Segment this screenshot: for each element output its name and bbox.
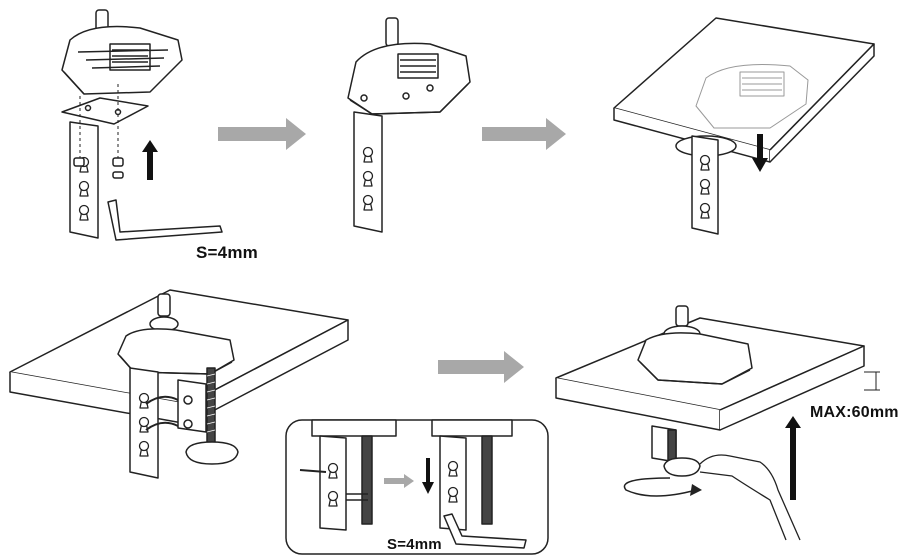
- arrow-right-icon: [438, 351, 524, 383]
- clamp-knob: [185, 441, 239, 465]
- step-5-tighten-clamp: [555, 305, 880, 541]
- arrow-right-icon: [482, 118, 566, 150]
- allen-key: [443, 513, 527, 549]
- hand: [699, 454, 801, 541]
- vertical-bracket: [69, 121, 99, 239]
- allen-key-size-label: S=4mm: [196, 243, 258, 262]
- max-thickness-label: MAX:60mm: [810, 404, 899, 421]
- arrow-up-icon: [785, 416, 801, 500]
- step-2-assembled-base: [347, 17, 471, 233]
- arrow-up-icon: [142, 140, 158, 180]
- pole-stub: [385, 17, 399, 47]
- step-4-clamp-to-desk: [9, 289, 349, 479]
- pole-stub: [157, 293, 171, 317]
- vertical-bracket: [129, 367, 159, 479]
- clamp-plate: [177, 379, 207, 433]
- rotate-arrow-icon: [690, 484, 702, 496]
- inset-detail: [285, 419, 549, 555]
- step-1-attach-bracket: [61, 9, 223, 241]
- inset-allen-key-size-label: S=4mm: [387, 536, 442, 553]
- arrow-right-icon: [218, 118, 306, 150]
- base-housing: [61, 25, 183, 95]
- screw-pair: [73, 157, 124, 179]
- step-3-insert-through-desk: [613, 17, 875, 235]
- rail-plate: [109, 43, 151, 71]
- pole-stub: [675, 305, 689, 327]
- bracket-plate: [61, 97, 149, 125]
- arrow-down-icon: [422, 458, 434, 494]
- vertical-bracket: [691, 135, 719, 235]
- arrow-right-icon: [384, 474, 414, 488]
- clamp-knob: [663, 457, 701, 477]
- allen-key: [107, 199, 223, 241]
- arrow-down-icon: [752, 134, 768, 172]
